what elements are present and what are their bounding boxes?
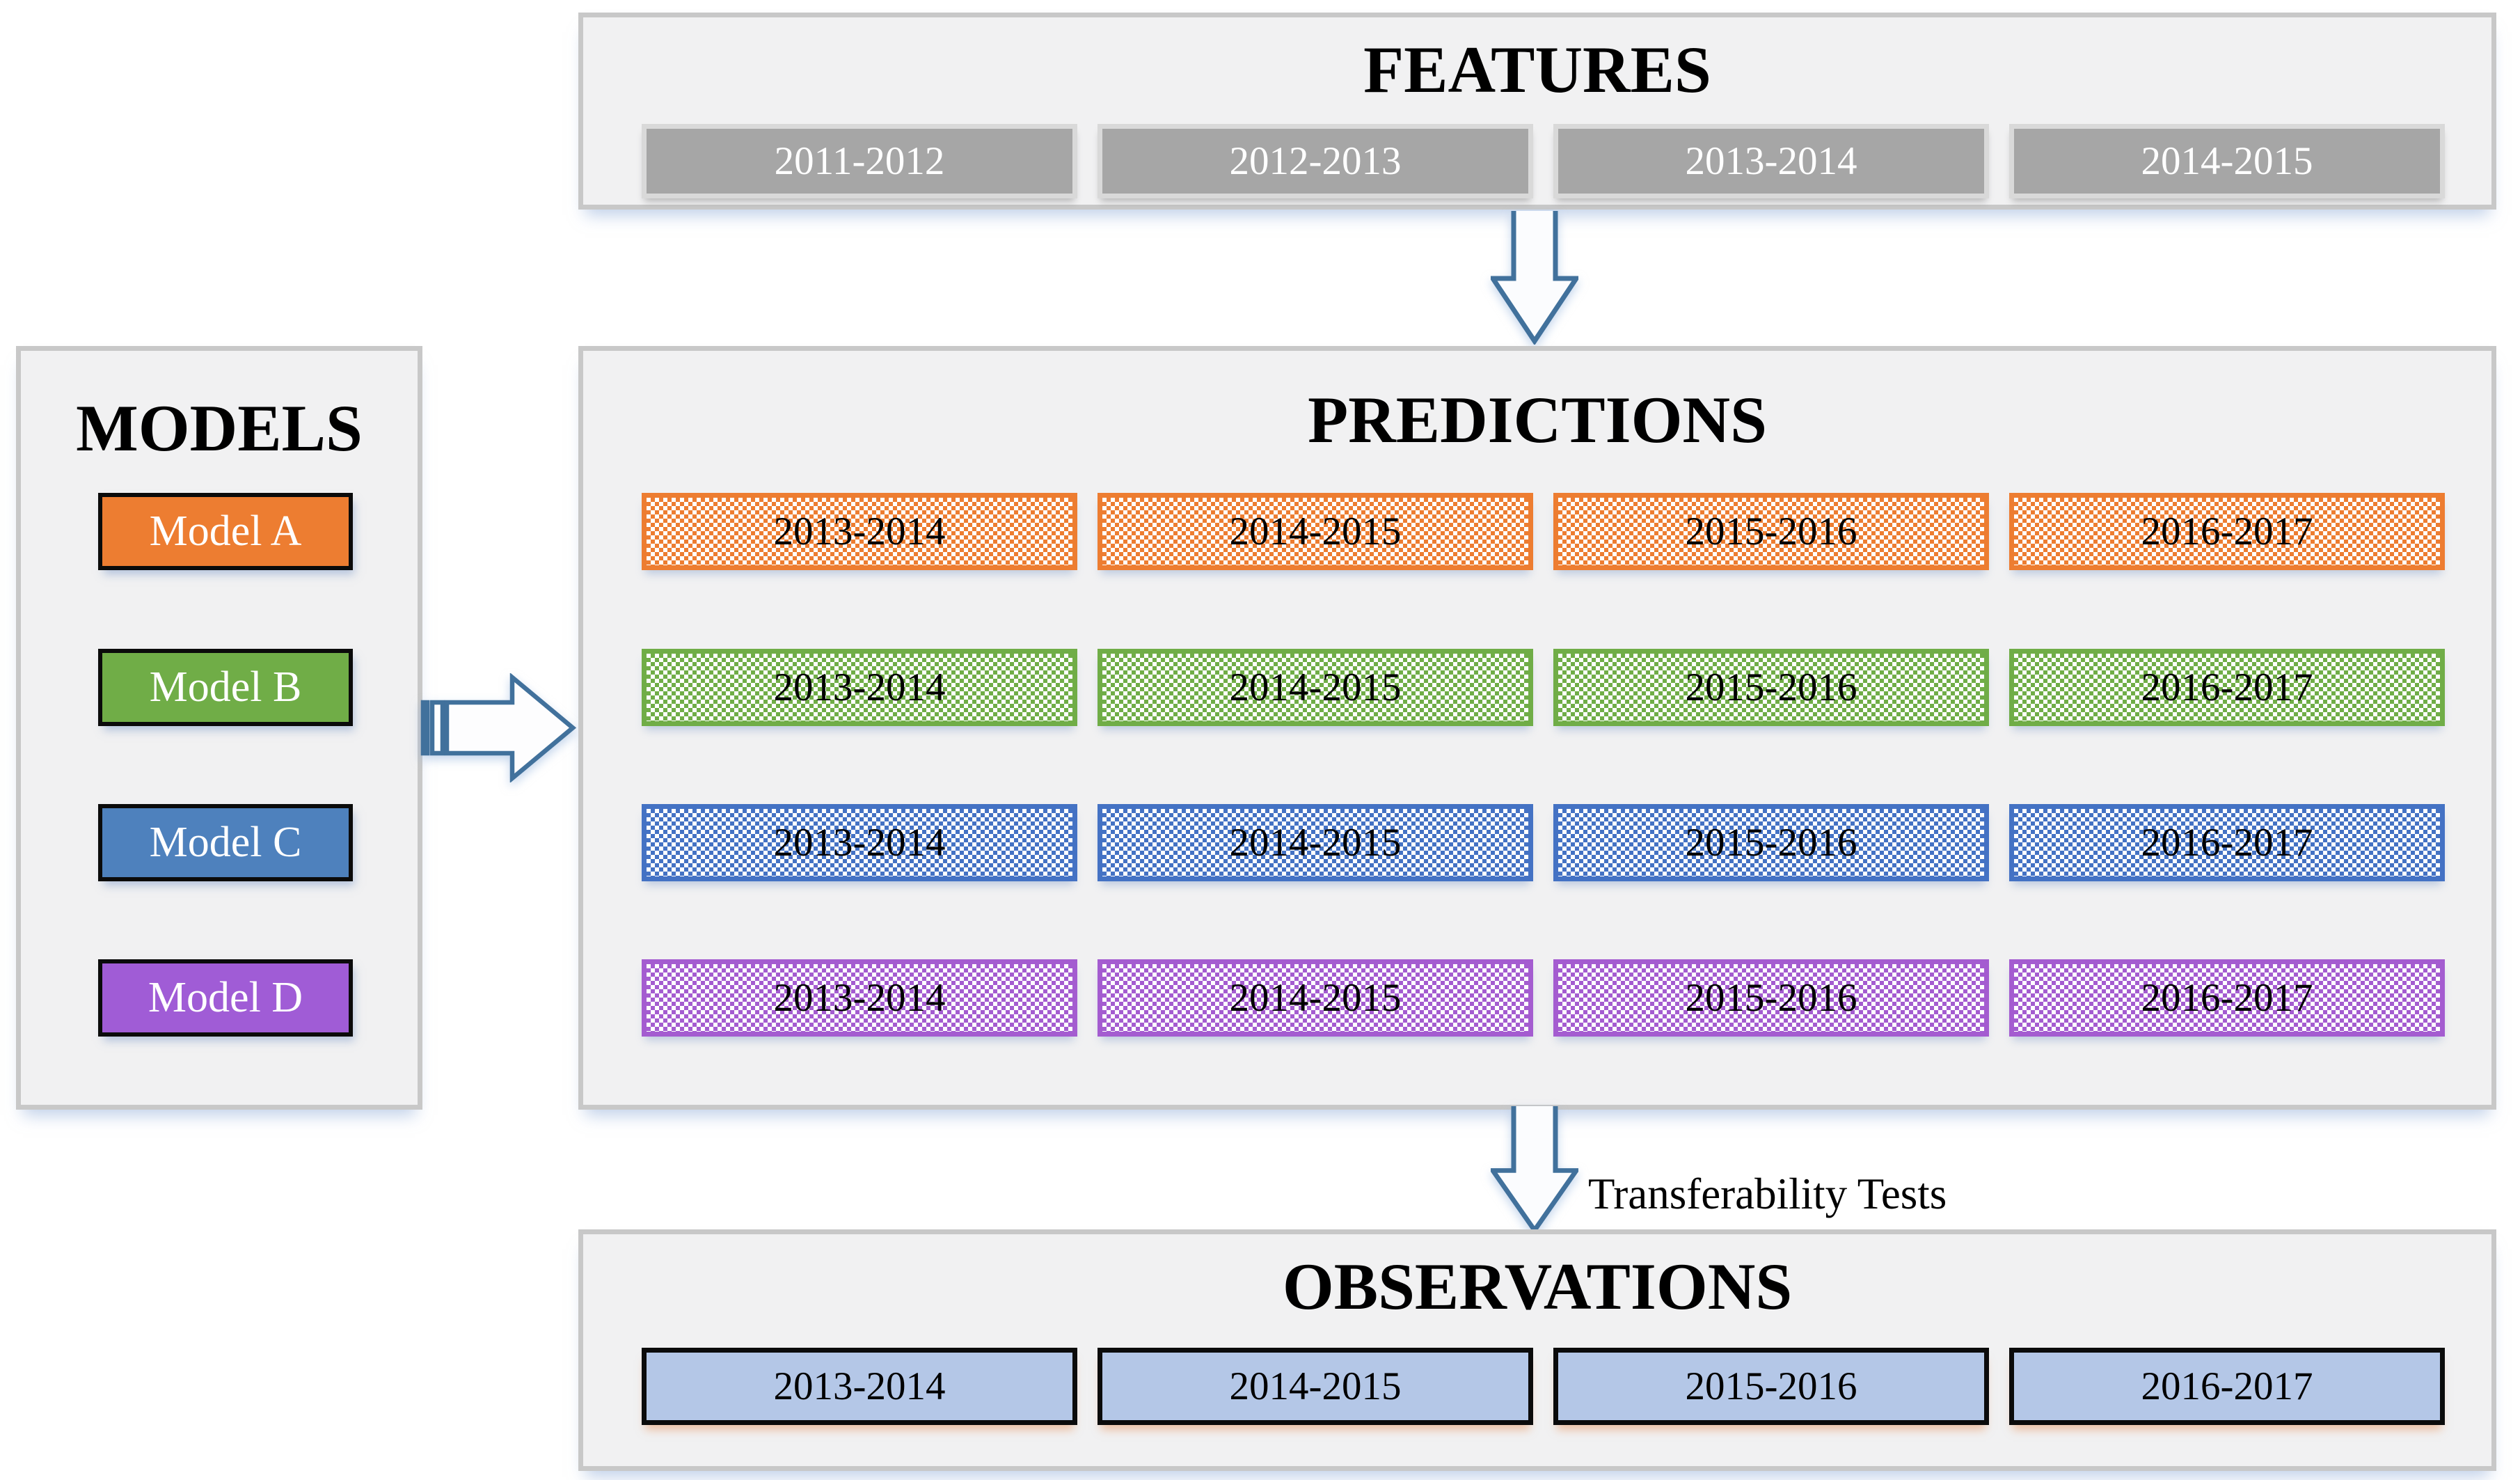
- features-title: FEATURES: [1363, 33, 1711, 107]
- arrow-stripe-2: [429, 700, 445, 756]
- prediction-row-d: 2013-2014 2014-2015 2015-2016 2016-2017: [642, 959, 2445, 1037]
- observations-year-bar: 2015-2016: [1553, 1348, 1989, 1425]
- prediction-bar: 2015-2016: [1553, 804, 1989, 881]
- observations-panel: OBSERVATIONS 2013-2014 2014-2015 2015-2016…: [578, 1229, 2496, 1471]
- model-button-b: Model B: [98, 649, 353, 726]
- model-button-a: Model A: [98, 493, 353, 570]
- prediction-bar: 2014-2015: [1097, 804, 1533, 881]
- models-to-predictions-arrow: [420, 673, 576, 782]
- prediction-row-a: 2013-2014 2014-2015 2015-2016 2016-2017: [642, 493, 2445, 570]
- prediction-bar: 2013-2014: [642, 649, 1077, 726]
- model-button-c: Model C: [98, 804, 353, 881]
- features-year-bar: 2013-2014: [1553, 124, 1989, 198]
- predictions-to-observations-arrow: [1491, 1106, 1578, 1234]
- features-year-bar: 2014-2015: [2009, 124, 2445, 198]
- prediction-bar: 2013-2014: [642, 493, 1077, 570]
- arrow-stripe-1: [420, 700, 430, 756]
- prediction-bar: 2014-2015: [1097, 493, 1533, 570]
- arrow-body: [444, 673, 576, 782]
- features-year-bar: 2011-2012: [642, 124, 1077, 198]
- prediction-bar: 2015-2016: [1553, 649, 1989, 726]
- prediction-bar: 2016-2017: [2009, 804, 2445, 881]
- prediction-row-b: 2013-2014 2014-2015 2015-2016 2016-2017: [642, 649, 2445, 726]
- observations-year-bar: 2014-2015: [1097, 1348, 1533, 1425]
- features-panel: FEATURES 2011-2012 2012-2013 2013-2014 2014…: [578, 13, 2496, 210]
- prediction-bar: 2016-2017: [2009, 649, 2445, 726]
- observations-year-bar: 2013-2014: [642, 1348, 1077, 1425]
- prediction-bar: 2014-2015: [1097, 649, 1533, 726]
- model-button-d: Model D: [98, 959, 353, 1037]
- prediction-bar: 2013-2014: [642, 959, 1077, 1037]
- features-to-predictions-arrow: [1491, 211, 1578, 345]
- models-title: MODELS: [76, 391, 363, 465]
- prediction-bar: 2016-2017: [2009, 959, 2445, 1037]
- features-year-bar: 2012-2013: [1097, 124, 1533, 198]
- prediction-bar: 2016-2017: [2009, 493, 2445, 570]
- prediction-bar: 2015-2016: [1553, 493, 1989, 570]
- prediction-bar: 2014-2015: [1097, 959, 1533, 1037]
- prediction-bar: 2013-2014: [642, 804, 1077, 881]
- prediction-row-c: 2013-2014 2014-2015 2015-2016 2016-2017: [642, 804, 2445, 881]
- models-panel: MODELS Model A Model B Model C Model D: [16, 346, 422, 1110]
- observations-title: OBSERVATIONS: [1282, 1250, 1793, 1323]
- transferability-label: Transferability Tests: [1588, 1169, 1947, 1218]
- prediction-bar: 2015-2016: [1553, 959, 1989, 1037]
- features-bar-row: 2011-2012 2012-2013 2013-2014 2014-2015: [642, 124, 2445, 198]
- observations-bar-row: 2013-2014 2014-2015 2015-2016 2016-2017: [642, 1348, 2445, 1425]
- observations-year-bar: 2016-2017: [2009, 1348, 2445, 1425]
- predictions-title: PREDICTIONS: [1308, 383, 1767, 457]
